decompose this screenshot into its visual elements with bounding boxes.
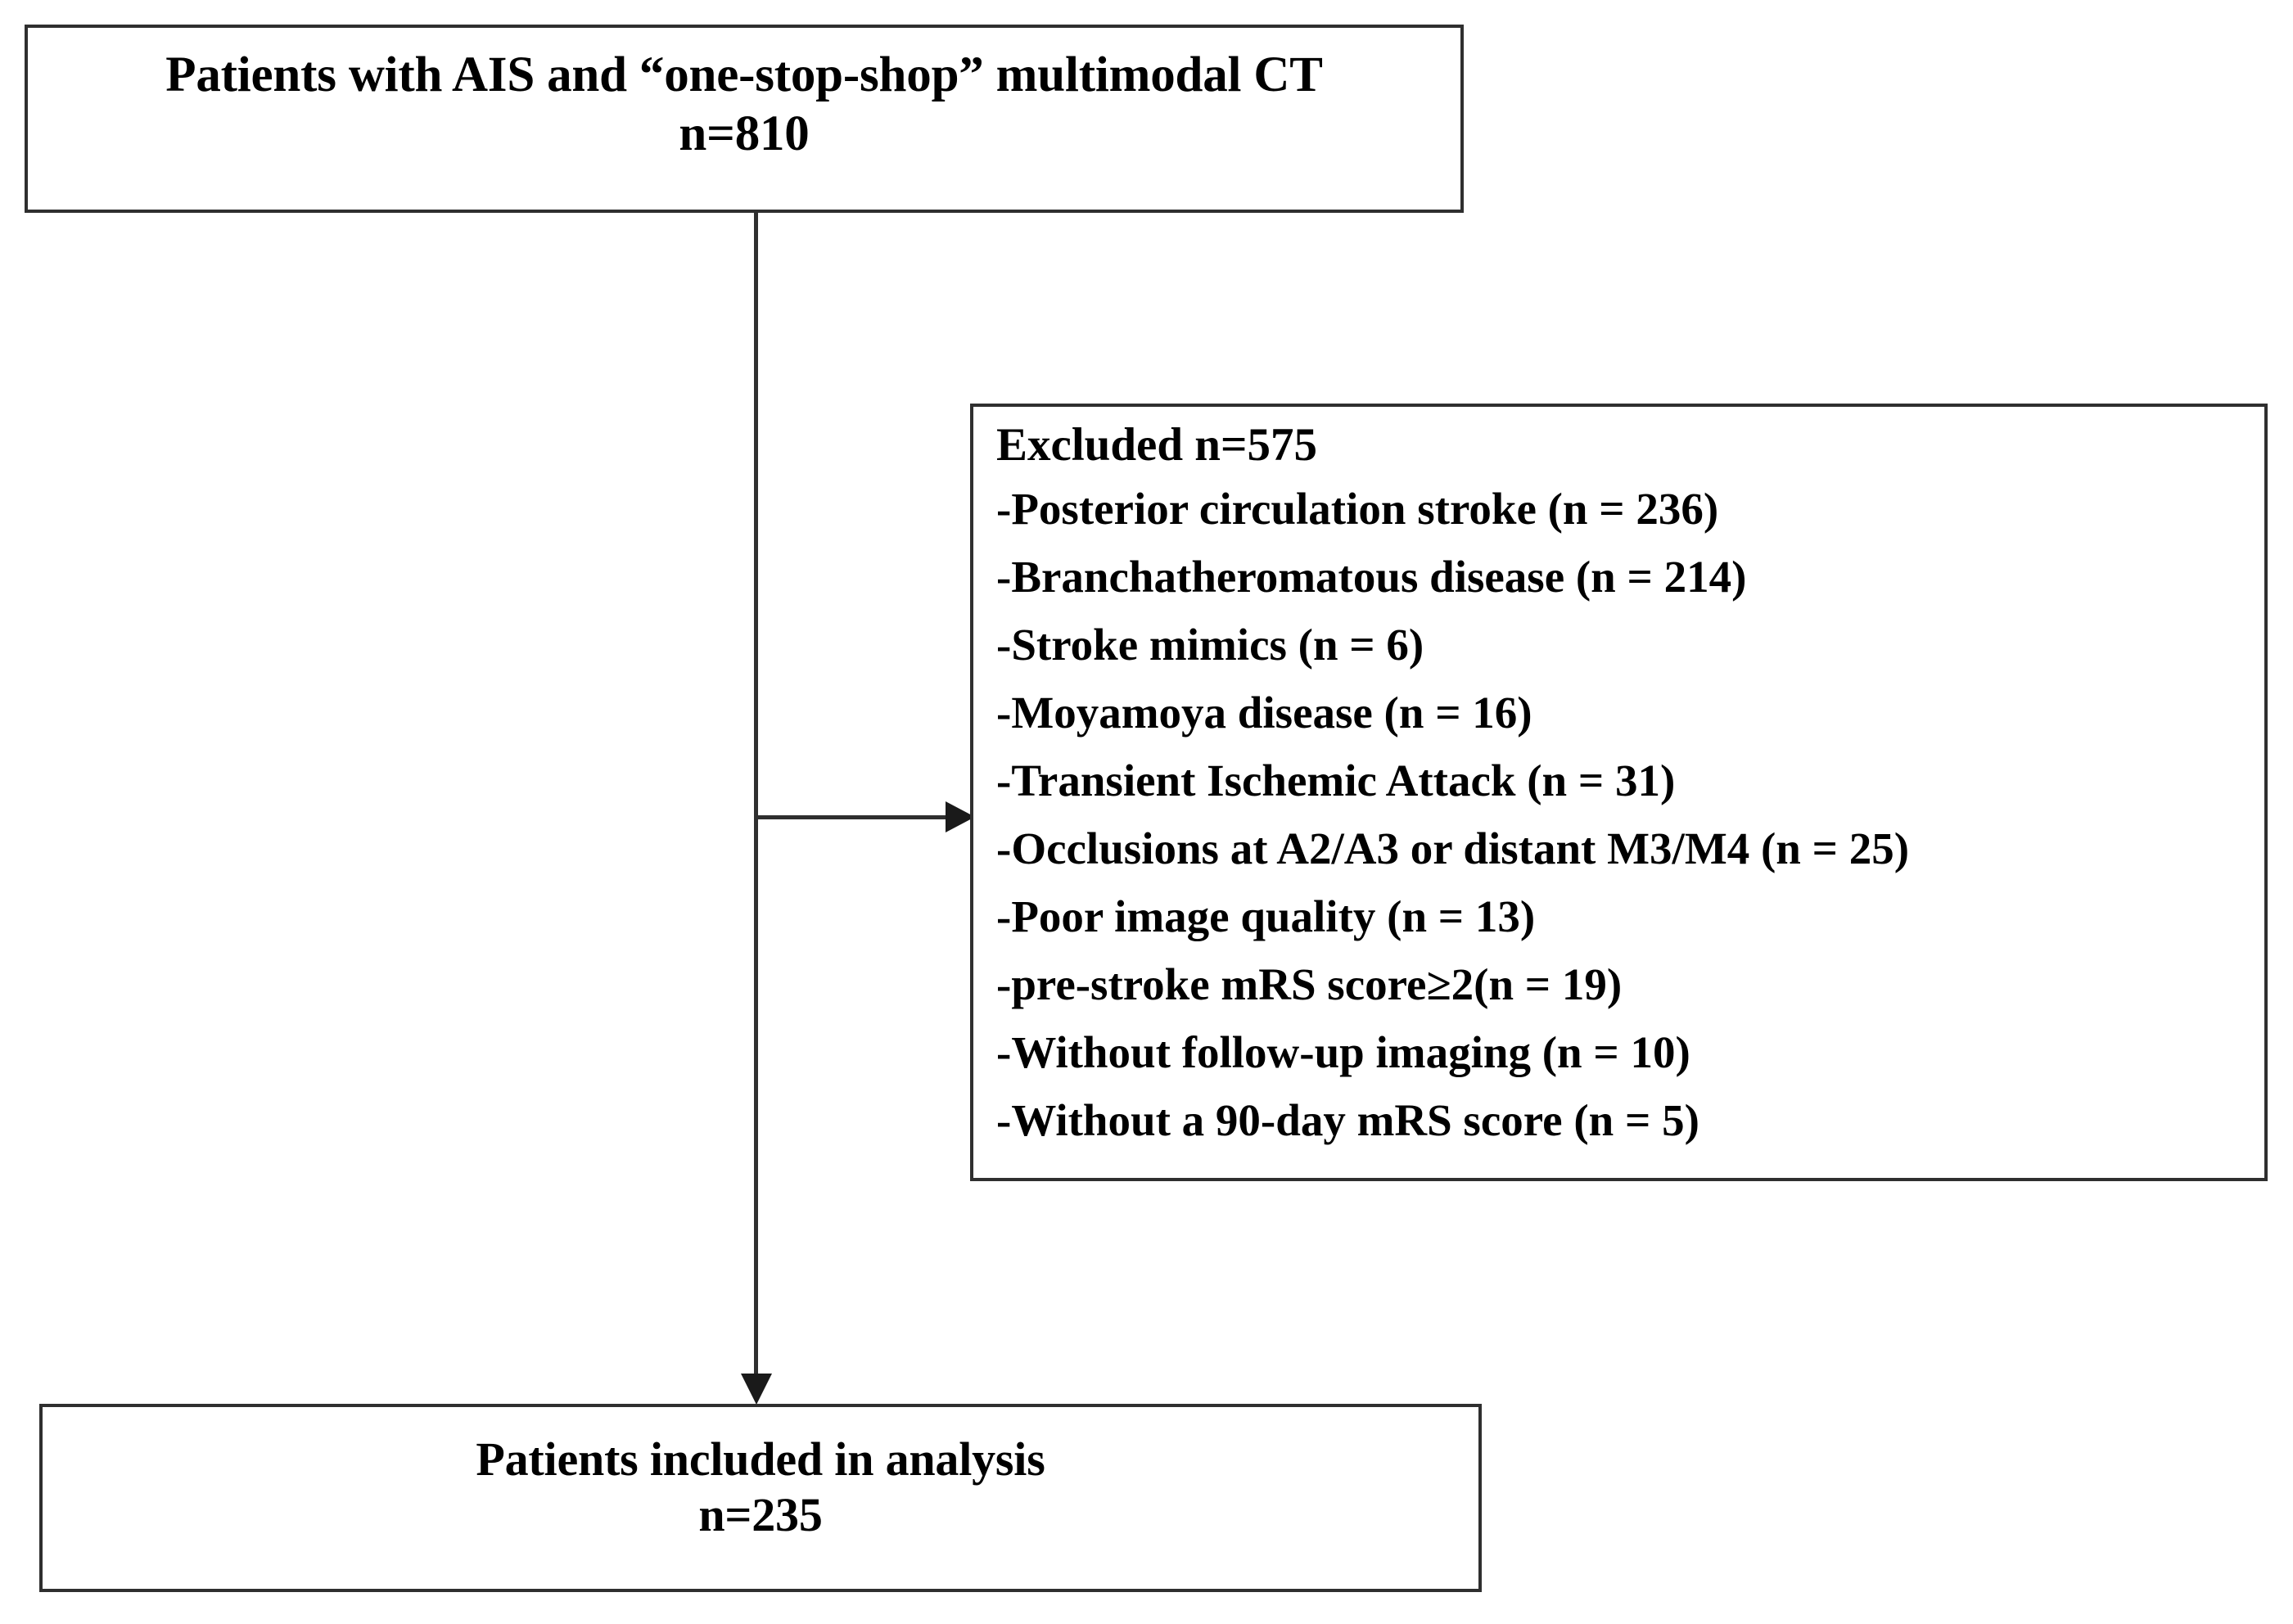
flow-arrow-to-excluded-line xyxy=(754,815,952,819)
top-cohort-box: Patients with AIS and “one-stop-shop” mu… xyxy=(25,25,1464,213)
list-item: -Without a 90-day mRS score (n = 5) xyxy=(996,1095,1699,1145)
list-item: -Stroke mimics (n = 6) xyxy=(996,620,1424,670)
included-cohort-box: Patients included in analysis n=235 xyxy=(39,1404,1482,1592)
list-item: -Transient Ischemic Attack (n = 31) xyxy=(996,756,1676,805)
excluded-box: Excluded n=575 -Posterior circulation st… xyxy=(970,404,2268,1181)
top-cohort-text: Patients with AIS and “one-stop-shop” mu… xyxy=(28,46,1460,164)
included-cohort-label: Patients included in analysis xyxy=(476,1432,1045,1486)
top-cohort-label: Patients with AIS and “one-stop-shop” mu… xyxy=(165,47,1323,102)
list-item: -pre-stroke mRS score≥2(n = 19) xyxy=(996,959,1623,1009)
list-item: -Without follow-up imaging (n = 10) xyxy=(996,1027,1690,1077)
list-item: -Posterior circulation stroke (n = 236) xyxy=(996,484,1719,534)
list-item: -Branchatheromatous disease (n = 214) xyxy=(996,552,1747,602)
list-item: -Occlusions at A2/A3 or distant M3/M4 (n… xyxy=(996,823,1910,873)
included-cohort-count: n=235 xyxy=(698,1488,823,1542)
excluded-heading: Excluded n=575 xyxy=(996,419,1317,471)
top-cohort-count: n=810 xyxy=(679,106,810,161)
flow-arrow-down-head-icon xyxy=(741,1374,772,1405)
list-item: -Poor image quality (n = 13) xyxy=(996,891,1536,941)
list-item: -Moyamoya disease (n = 16) xyxy=(996,688,1532,738)
flow-arrow-down-line xyxy=(754,211,758,1378)
excluded-reason-list: -Posterior circulation stroke (n = 236) … xyxy=(996,486,2256,1143)
included-cohort-text: Patients included in analysis n=235 xyxy=(43,1432,1478,1544)
excluded-content: Excluded n=575 -Posterior circulation st… xyxy=(996,422,2256,1166)
